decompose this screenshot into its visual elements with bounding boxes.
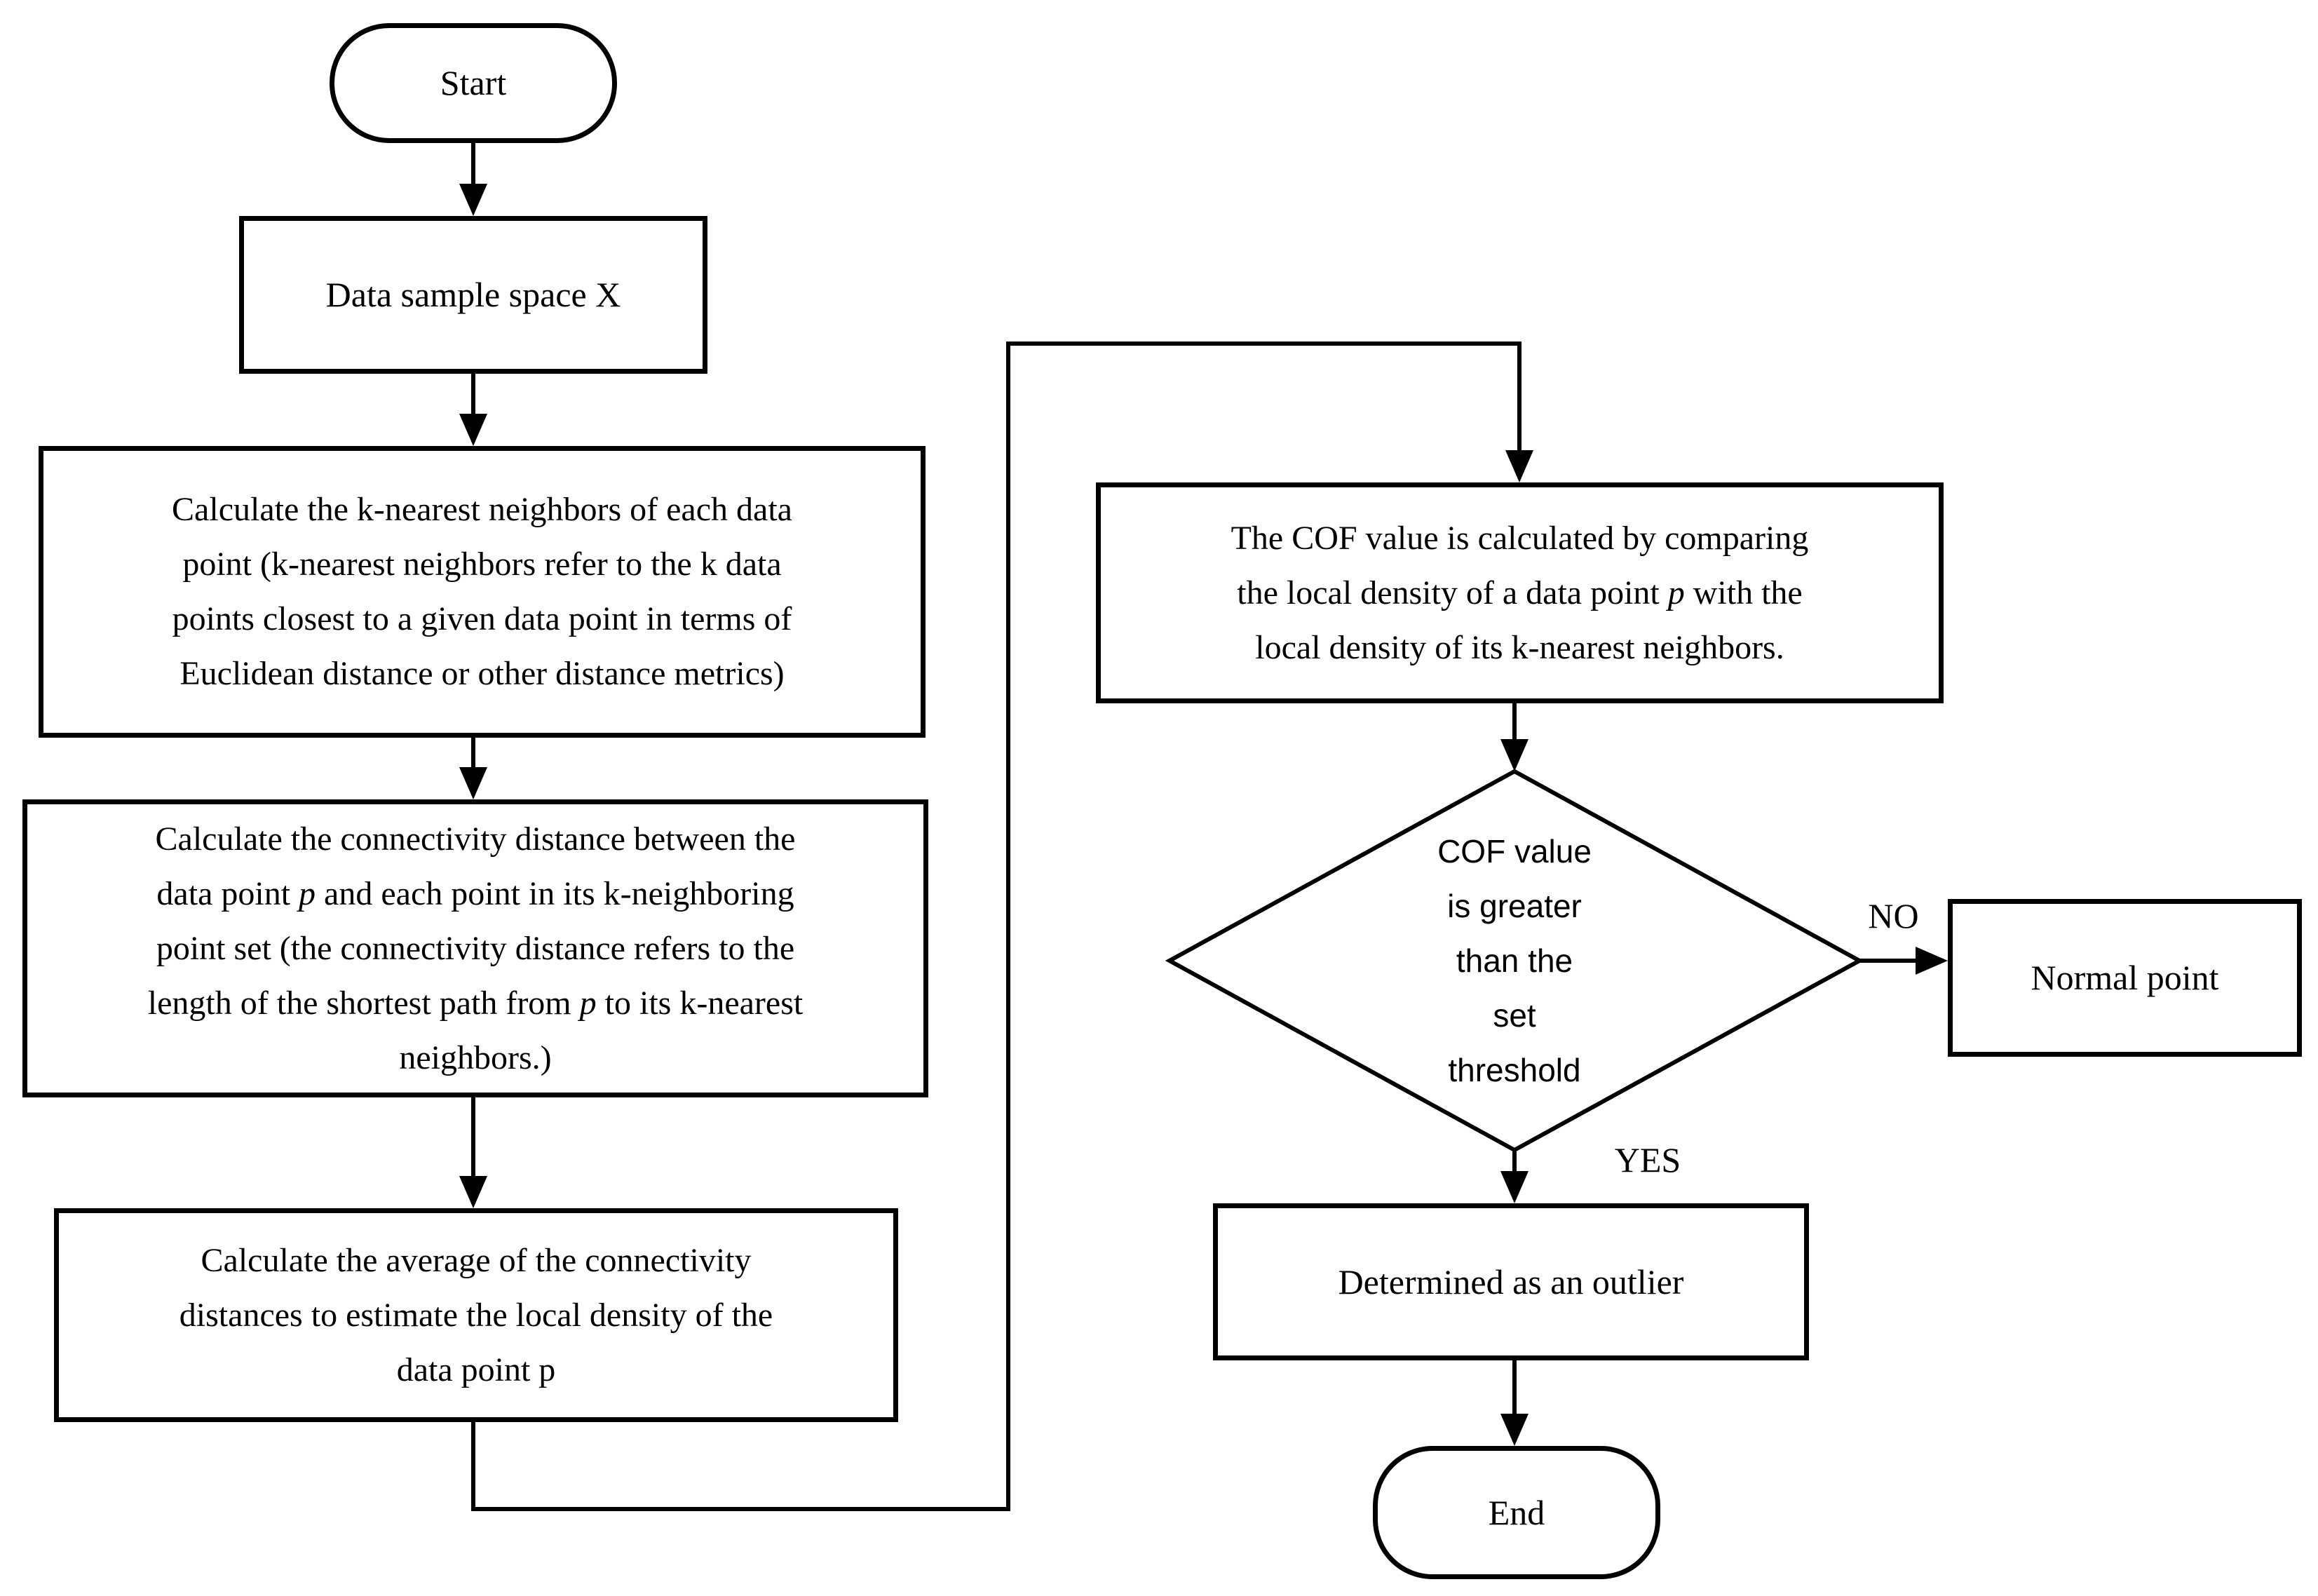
average-line-3: data point p <box>396 1351 556 1388</box>
knn-line-4: Euclidean distance or other distance met… <box>179 655 785 692</box>
arrowhead-into-cof <box>1505 450 1533 482</box>
arrowhead-into-normal <box>1916 947 1948 975</box>
end-label: End <box>1488 1492 1545 1532</box>
decision-node-text: COF value is greater than the set thresh… <box>1339 817 1690 1104</box>
normal-point-label: Normal point <box>2031 958 2219 997</box>
connectivity-line-2: data point p and each point in its k-nei… <box>156 874 794 912</box>
knn-line-3: points closest to a given data point in … <box>172 600 792 637</box>
data-sample-space-node: Data sample space X <box>239 216 707 374</box>
average-density-process-node: Calculate the average of the connectivit… <box>54 1208 898 1422</box>
start-node: Start <box>330 23 617 143</box>
connectivity-line-4: length of the shortest path from p to it… <box>147 984 804 1022</box>
average-line-1: Calculate the average of the connectivit… <box>201 1241 752 1279</box>
start-label: Start <box>440 63 507 102</box>
decision-line-3: than the <box>1456 942 1573 979</box>
knn-line-2: point (k-nearest neighbors refer to the … <box>182 546 782 583</box>
decision-diamond-shape <box>1165 769 1864 1153</box>
arrowhead-into-connectivity <box>459 767 487 799</box>
decision-line-4: set <box>1493 997 1536 1034</box>
outlier-node: Determined as an outlier <box>1213 1203 1809 1360</box>
yes-edge-label: YES <box>1614 1140 1681 1179</box>
decision-line-5: threshold <box>1448 1052 1581 1088</box>
connectivity-process-node: Calculate the connectivity distance betw… <box>22 799 928 1097</box>
knn-process-node: Calculate the k-nearest neighbors of eac… <box>39 446 926 738</box>
cof-line-1: The COF value is calculated by comparing <box>1231 519 1809 557</box>
connectivity-line-1: Calculate the connectivity distance betw… <box>155 820 796 858</box>
arrowhead-into-knn <box>459 414 487 446</box>
cof-line-2: the local density of a data point p with… <box>1237 574 1803 611</box>
no-edge-label: NO <box>1868 896 1919 935</box>
outlier-label: Determined as an outlier <box>1338 1262 1684 1301</box>
arrowhead-into-average <box>459 1176 487 1208</box>
normal-point-node: Normal point <box>1948 899 2302 1057</box>
knn-line-1: Calculate the k-nearest neighbors of eac… <box>172 491 792 528</box>
arrowhead-into-outlier <box>1500 1171 1529 1203</box>
data-sample-space-label: Data sample space X <box>325 275 621 314</box>
arrowhead-into-decision <box>1500 739 1529 771</box>
cof-calculation-node: The COF value is calculated by comparing… <box>1096 482 1944 703</box>
connectivity-line-3: point set (the connectivity distance ref… <box>156 929 795 967</box>
decision-line-2: is greater <box>1447 888 1582 924</box>
average-line-2: distances to estimate the local density … <box>179 1296 773 1334</box>
decision-line-1: COF value <box>1437 833 1592 870</box>
arrowhead-into-data-sample <box>459 184 487 216</box>
edge-average-to-cof <box>471 341 1521 1511</box>
cof-line-3: local density of its k-nearest neighbors… <box>1255 628 1784 666</box>
arrowhead-into-end <box>1500 1414 1529 1446</box>
end-node: End <box>1373 1446 1660 1579</box>
connectivity-line-5: neighbors.) <box>399 1039 552 1076</box>
